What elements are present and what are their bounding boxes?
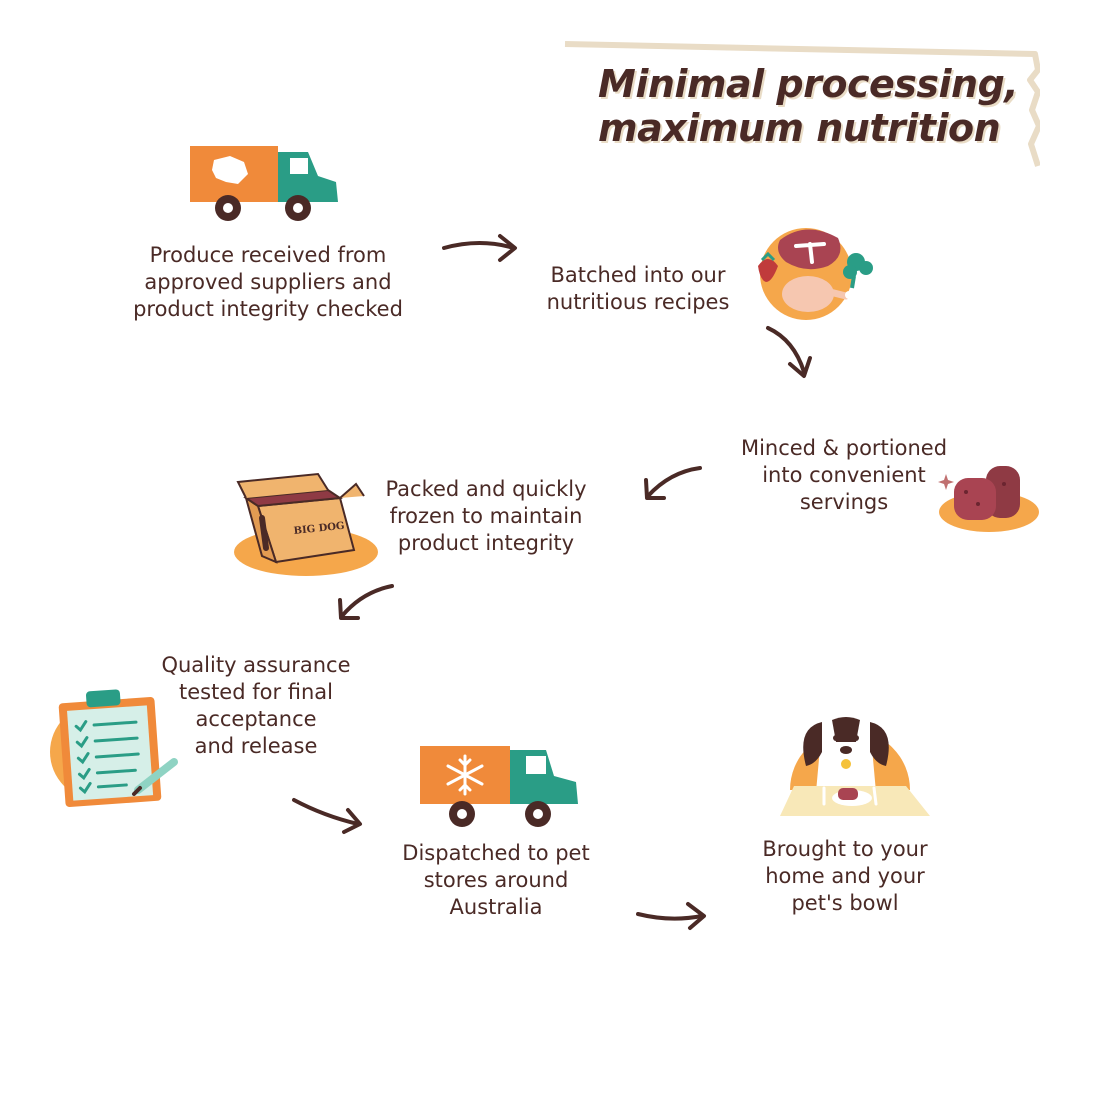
- shipping-box-icon: BIG DOG: [234, 472, 378, 576]
- step-brought-home: Brought to your home and your pet's bowl: [762, 837, 928, 915]
- arrow-icon: [644, 466, 702, 500]
- meat-portions-icon: [938, 466, 1039, 532]
- arrow-icon: [636, 902, 706, 930]
- title-banner: Minimal processing, maximum nutrition: [560, 40, 1040, 170]
- ingredients-icon: [758, 228, 873, 320]
- clipboard-checklist-icon: [50, 689, 178, 807]
- title-line-1: Minimal processing,: [598, 62, 1019, 106]
- arrow-icon: [338, 584, 394, 620]
- step-produce-received: Produce received from approved suppliers…: [133, 243, 403, 321]
- arrow-icon: [442, 234, 517, 262]
- box-label: BIG DOG: [293, 521, 345, 537]
- step-minced-portioned: Minced & portioned into convenient servi…: [740, 436, 948, 514]
- arrow-icon: [292, 798, 362, 834]
- arrow-icon: [766, 326, 812, 378]
- title-line-2: maximum nutrition: [598, 106, 1001, 150]
- delivery-truck-icon: [190, 146, 338, 221]
- step-batched-recipes: Batched into our nutritious recipes: [546, 263, 730, 314]
- step-packed-frozen: Packed and quickly frozen to maintain pr…: [385, 477, 587, 555]
- paper-banner-edge: [564, 41, 1040, 167]
- refrigerated-truck-icon: [420, 746, 578, 827]
- page-title: Minimal processing, maximum nutrition: [598, 62, 1019, 150]
- step-quality-assurance: Quality assurance tested for final accep…: [161, 653, 351, 758]
- dog-with-bowl-icon: [780, 716, 930, 816]
- step-dispatched: Dispatched to pet stores around Australi…: [402, 841, 590, 919]
